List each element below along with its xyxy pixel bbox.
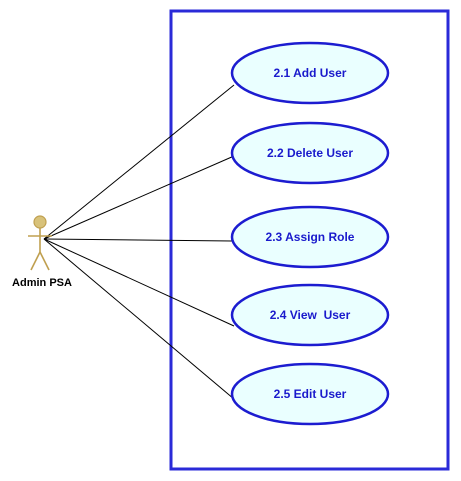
use-case-delete-user[interactable]: 2.2 Delete User xyxy=(230,121,390,185)
actor-name-label: Admin PSA xyxy=(12,277,72,289)
association-line xyxy=(43,238,235,327)
use-case-label: 2.3 Assign Role xyxy=(266,230,355,244)
association-line xyxy=(43,238,235,400)
actor-admin-psa[interactable]: Admin PSA xyxy=(12,215,72,289)
stick-figure-actor-icon xyxy=(28,215,52,271)
use-case-label: 2.4 View User xyxy=(270,308,351,322)
use-case-label: 2.1 Add User xyxy=(274,66,347,80)
use-case-edit-user[interactable]: 2.5 Edit User xyxy=(230,362,390,426)
associations xyxy=(43,84,235,400)
use-cases: 2.1 Add User 2.2 Delete User 2.3 Assign … xyxy=(230,41,390,426)
use-case-label: 2.2 Delete User xyxy=(267,146,353,160)
association-line xyxy=(43,238,233,242)
association-line xyxy=(43,84,235,240)
association-line xyxy=(43,155,235,240)
use-case-assign-role[interactable]: 2.3 Assign Role xyxy=(230,205,390,269)
use-case-add-user[interactable]: 2.1 Add User xyxy=(230,41,390,105)
use-case-view-user[interactable]: 2.4 View User xyxy=(230,283,390,347)
use-case-label: 2.5 Edit User xyxy=(274,387,347,401)
